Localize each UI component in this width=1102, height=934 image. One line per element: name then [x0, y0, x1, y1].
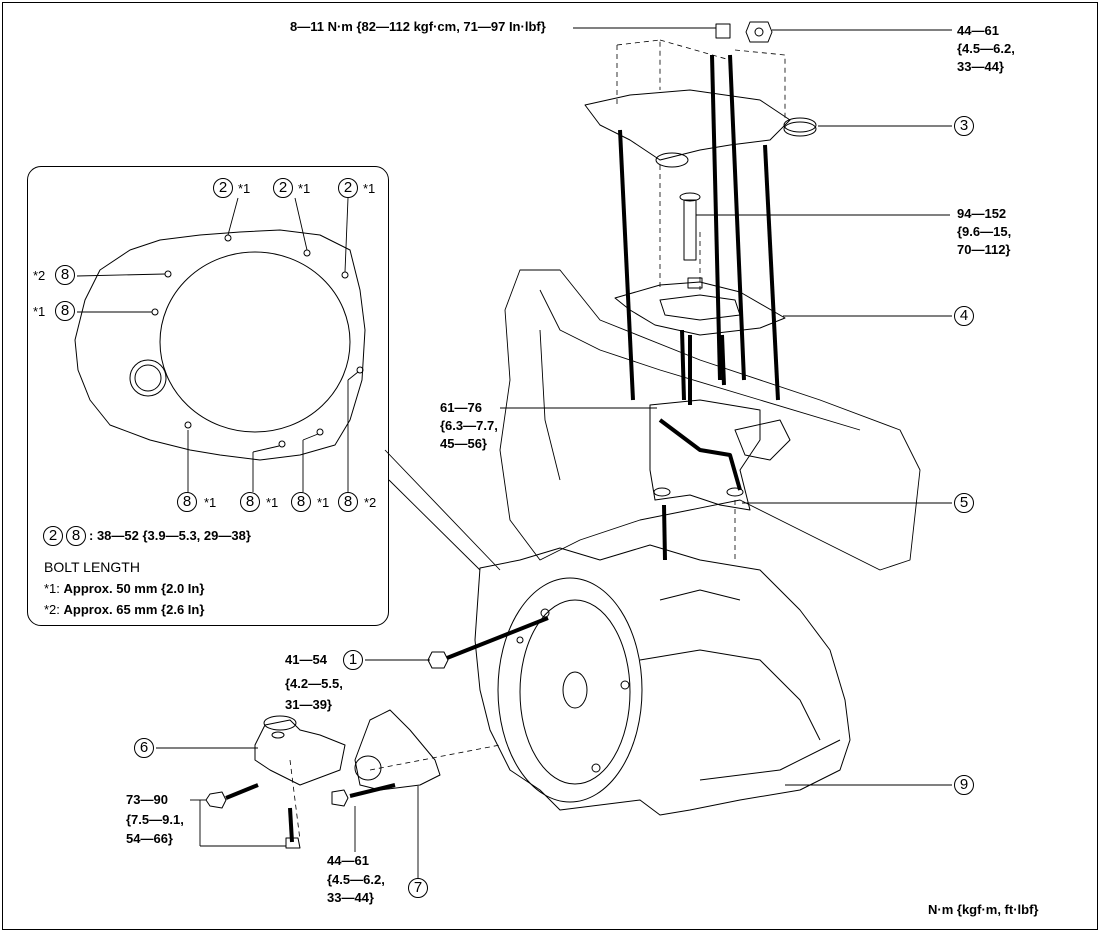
mount-bracket-5: [649, 399, 791, 511]
bracket-7: [354, 709, 441, 791]
torque-note-bracket-bolt-1: 44—61: [327, 853, 369, 868]
mount-6: [254, 715, 346, 786]
inset-callout-8b: 8: [55, 301, 75, 321]
bolt-length-title: BOLT LENGTH: [44, 559, 140, 575]
torque-note-bolt1-2: {4.2—5.5,: [285, 676, 343, 691]
torque-note-center-bolt-2: {9.6—15,: [957, 224, 1012, 239]
torque-note-mount-bolt-2: {7.5—9.1,: [126, 812, 184, 827]
callout-9: 9: [954, 775, 974, 795]
torque-note-top-nut-3: 33—44}: [957, 59, 1004, 74]
torque-note-center-bolt-3: 70—112}: [957, 242, 1011, 257]
inset-mark-8c: *1: [204, 495, 217, 510]
torque-note-top-bolt: 8—11 N·m {82—112 kgf·cm, 71—97 In·lbf}: [290, 19, 546, 34]
inset-callout-2a: 2: [213, 178, 233, 198]
inset-callout-2c: 2: [338, 178, 358, 198]
torque-note-bracket-nut-2: {6.3—7.7,: [440, 418, 498, 433]
torque-note-bolt1-1: 41—54: [285, 652, 327, 667]
torque-note-bracket-nut-3: 45—56}: [440, 436, 487, 451]
vehicle-frame-member: [499, 269, 921, 571]
torque-note-mount-bolt-1: 73—90: [126, 792, 168, 807]
inset-mark-8d: *1: [266, 495, 279, 510]
inset-mark-2a: *1: [238, 181, 251, 196]
callout-5: 5: [954, 493, 974, 513]
torque-note-mount-bolt-3: 54—66}: [126, 831, 173, 846]
torque-note-top-nut-2: {4.5—6.2,: [957, 41, 1015, 56]
units-note: N·m {kgf·m, ft·lbf}: [928, 902, 1039, 917]
legend-callout-8: 8: [66, 526, 86, 546]
inset-mark-2c: *1: [363, 181, 376, 196]
engine-mount-3: [584, 89, 817, 168]
center-bolt: [679, 192, 701, 261]
leader-lines: [76, 27, 952, 878]
torque-note-center-bolt-1: 94—152: [957, 206, 1007, 221]
torque-note-top-nut-1: 44—61: [957, 23, 999, 38]
inset-mark-8f: *2: [364, 495, 377, 510]
inset-callout-8e: 8: [291, 492, 311, 512]
callout-1: 1: [343, 650, 363, 670]
bolt-1-head: [427, 651, 449, 669]
torque-note-bracket-bolt-3: 33—44}: [327, 890, 374, 905]
inset-mark-8a: *2: [33, 268, 46, 283]
inset-callout-8d: 8: [240, 492, 260, 512]
callout-3: 3: [954, 116, 974, 136]
inset-callout-8f: 8: [338, 492, 358, 512]
torque-note-bracket-bolt-2: {4.5—6.2,: [327, 872, 385, 887]
through-bolts: [225, 54, 780, 843]
bolt-pattern-inset: [27, 166, 389, 626]
legend-callout-2: 2: [43, 526, 63, 546]
inset-mark-8e: *1: [317, 495, 330, 510]
inset-callout-8c: 8: [177, 492, 197, 512]
torque-note-bracket-nut-1: 61—76: [440, 400, 482, 415]
bolt-length-2: *2: Approx. 65 mm {2.6 In}: [44, 602, 205, 617]
transaxle-case: [474, 544, 851, 816]
legend-torque-value: : 38—52 {3.9—5.3, 29—38}: [89, 528, 251, 543]
callout-4: 4: [954, 306, 974, 326]
callout-7: 7: [408, 878, 428, 898]
bolt-length-1: *1: Approx. 50 mm {2.0 In}: [44, 581, 205, 596]
inset-mark-8b: *1: [33, 304, 46, 319]
callout-6: 6: [134, 738, 154, 758]
inset-callout-2b: 2: [273, 178, 293, 198]
torque-note-bolt1-3: 31—39}: [285, 697, 332, 712]
inset-callout-8a: 8: [55, 265, 75, 285]
top-bolt-and-nut: [715, 21, 773, 43]
inset-mark-2b: *1: [298, 181, 311, 196]
